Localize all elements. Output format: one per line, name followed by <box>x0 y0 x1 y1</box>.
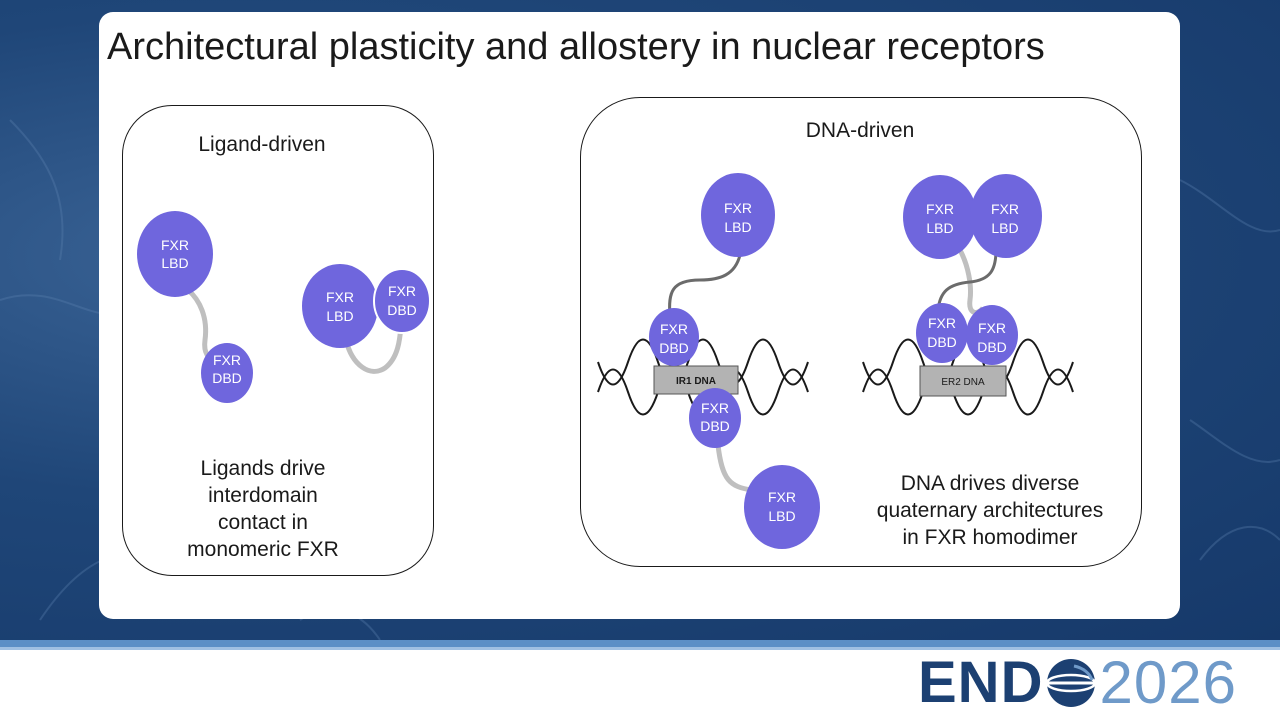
logo-end-text: END <box>918 650 1044 715</box>
logo-year-text: 2026 <box>1099 649 1237 716</box>
domain-label-lbd: LBD <box>991 220 1018 236</box>
fxr-dbd-domain: FXR DBD <box>649 308 699 366</box>
fxr-lbd-domain: FXR LBD <box>137 211 213 297</box>
domain-label-dbd: DBD <box>659 340 689 356</box>
domain-diagram: IR1 DNA ER2 DNA FXR LBD FXR DBD FXR LBD … <box>137 173 1074 549</box>
fxr-dbd-domain: FXR DBD <box>201 343 253 403</box>
domain-label-dbd: DBD <box>387 302 417 318</box>
domain-label-lbd: LBD <box>161 255 188 271</box>
slide-title: Architectural plasticity and allostery i… <box>107 26 1045 68</box>
fxr-lbd-domain: FXR LBD <box>302 264 378 348</box>
ligand-caption-line: contact in <box>218 511 308 534</box>
domain-label-receptor: FXR <box>926 201 954 217</box>
domain-label-receptor: FXR <box>768 489 796 505</box>
fxr-dbd-domain: FXR DBD <box>689 388 741 448</box>
domain-label-receptor: FXR <box>928 315 956 331</box>
fxr-lbd-domain: FXR LBD <box>970 174 1042 258</box>
domain-label-receptor: FXR <box>660 321 688 337</box>
domain-label-lbd: LBD <box>326 308 353 324</box>
ir1-dna-label: IR1 DNA <box>676 376 716 387</box>
linker-dark <box>668 254 742 317</box>
domain-label-receptor: FXR <box>213 352 241 368</box>
domain-label-dbd: DBD <box>212 370 242 386</box>
ligand-caption-line: Ligands drive <box>200 457 326 480</box>
domain-label-dbd: DBD <box>977 339 1007 355</box>
er2-dna-label: ER2 DNA <box>941 377 985 388</box>
dna-caption: DNA drives diverse quaternary architectu… <box>850 470 1130 551</box>
fxr-dbd-domain: FXR DBD <box>966 305 1018 365</box>
domain-label-dbd: DBD <box>700 418 730 434</box>
domain-label-lbd: LBD <box>926 220 953 236</box>
ligand-driven-heading: Ligand-driven <box>198 133 326 156</box>
dna-caption-line: in FXR homodimer <box>902 526 1078 549</box>
footer-stripe <box>0 647 1280 650</box>
domain-label-receptor: FXR <box>991 201 1019 217</box>
dna-caption-line: DNA drives diverse <box>900 472 1080 495</box>
domain-label-receptor: FXR <box>701 400 729 416</box>
ligand-caption-line: monomeric FXR <box>187 538 339 561</box>
domain-label-receptor: FXR <box>724 200 752 216</box>
ligand-driven-panel <box>122 105 434 576</box>
globe-icon <box>1044 656 1098 710</box>
linker-light <box>715 444 753 493</box>
dna-caption-line: quaternary architectures <box>876 499 1104 522</box>
domain-label-receptor: FXR <box>161 237 189 253</box>
ligand-caption-line: interdomain <box>208 484 318 507</box>
endo-logo: END 2026 <box>918 652 1237 714</box>
linker-dark <box>936 249 998 311</box>
domain-label-receptor: FXR <box>978 320 1006 336</box>
domain-label-lbd: LBD <box>724 219 751 235</box>
fxr-dbd-domain: FXR DBD <box>373 268 431 334</box>
er2-dna-box <box>919 365 1007 397</box>
ligand-caption: Ligands drive interdomain contact in mon… <box>158 455 368 563</box>
domain-label-receptor: FXR <box>388 283 416 299</box>
fxr-dbd-domain: FXR DBD <box>916 303 968 363</box>
linker-light <box>343 324 404 374</box>
domain-label-dbd: DBD <box>927 334 957 350</box>
domain-label-receptor: FXR <box>326 289 354 305</box>
ir1-dna-box <box>653 365 739 395</box>
footer-stripe <box>0 640 1280 647</box>
fxr-lbd-domain: FXR LBD <box>701 173 775 257</box>
dna-driven-heading: DNA-driven <box>805 119 915 142</box>
domain-label-lbd: LBD <box>768 508 795 524</box>
fxr-lbd-domain: FXR LBD <box>744 465 820 549</box>
fxr-lbd-domain: FXR LBD <box>903 175 977 259</box>
